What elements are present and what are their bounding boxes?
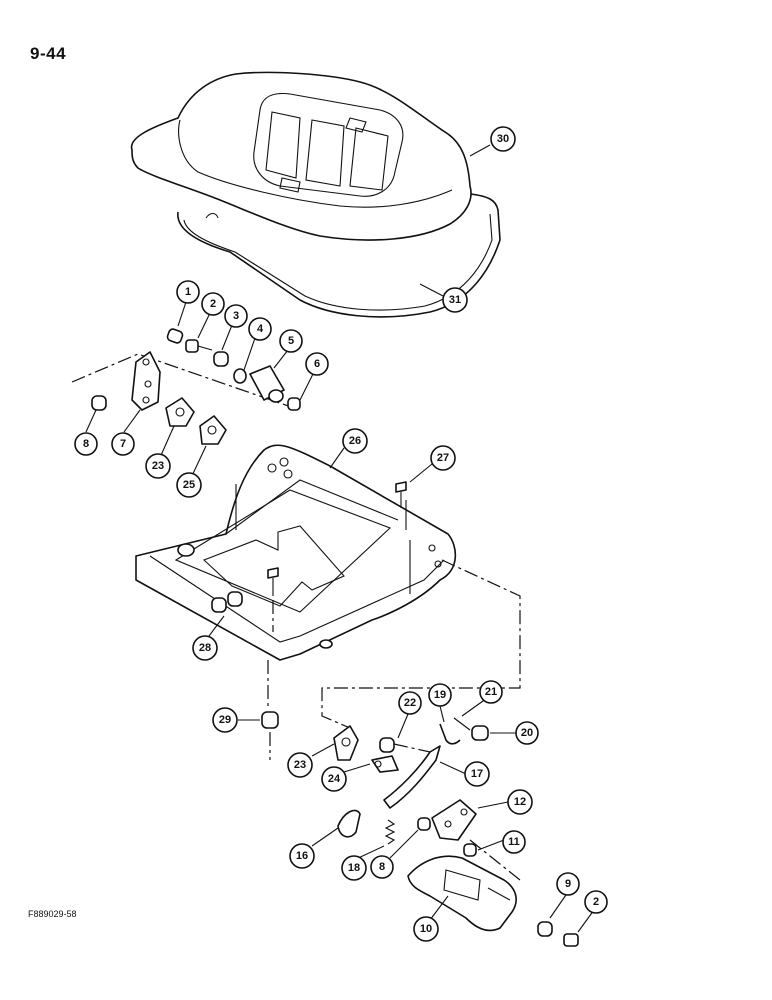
spring-part-18 — [384, 819, 396, 845]
figure-code: F889029-58 — [28, 909, 77, 919]
page-number: 9-44 — [30, 44, 67, 63]
callout-label: 23 — [152, 460, 164, 472]
callout-label: 9 — [565, 878, 571, 890]
callout-8b: 8 — [370, 855, 394, 879]
nut-part-9 — [537, 921, 553, 937]
callout-label: 19 — [434, 689, 446, 701]
callout-label: 21 — [485, 686, 497, 698]
callout-22: 22 — [398, 691, 422, 715]
callout-label: 11 — [508, 836, 520, 848]
sleeve-part-5 — [249, 365, 285, 403]
callout-30: 30 — [490, 126, 516, 152]
handle-grip-part-16 — [337, 809, 361, 838]
callout-label: 4 — [257, 323, 264, 335]
callout-label: 29 — [219, 714, 231, 726]
callout-label: 6 — [314, 358, 320, 370]
leader-lines — [85, 144, 595, 933]
seat-cushion — [130, 71, 472, 241]
linkage-part-24 — [371, 755, 399, 773]
callout-19: 19 — [428, 683, 452, 707]
nut-part-8-lower — [417, 817, 431, 831]
callout-21: 21 — [479, 680, 503, 704]
callout-9: 9 — [556, 872, 580, 896]
plate-part-25 — [199, 415, 227, 445]
callout-2a: 2 — [201, 292, 225, 316]
callout-10: 10 — [413, 916, 439, 942]
callout-12: 12 — [507, 789, 533, 815]
bracket-part-7 — [131, 351, 161, 411]
plate-part-12 — [431, 799, 477, 841]
callout-label: 31 — [449, 294, 461, 306]
pin-part-22 — [379, 737, 395, 753]
callout-label: 2 — [210, 298, 216, 310]
callout-label: 8 — [379, 861, 385, 873]
rod-part-19 — [439, 723, 461, 745]
callout-24: 24 — [321, 766, 347, 792]
callout-label: 22 — [404, 697, 416, 709]
nut-part-29 — [261, 711, 279, 729]
callout-16: 16 — [289, 843, 315, 869]
callout-1: 1 — [176, 280, 200, 304]
bushing-pair — [211, 591, 243, 613]
callout-28: 28 — [192, 635, 218, 661]
callout-label: 10 — [420, 923, 432, 935]
lever-part-17 — [383, 745, 441, 809]
plate-part-23-upper — [165, 397, 195, 427]
callout-6: 6 — [305, 352, 329, 376]
callout-label: 16 — [296, 850, 308, 862]
washer-part-11 — [463, 843, 477, 857]
callout-2b: 2 — [584, 890, 608, 914]
callout-label: 28 — [199, 642, 211, 654]
callout-label: 24 — [328, 773, 341, 785]
callout-5: 5 — [279, 329, 303, 353]
callout-4: 4 — [248, 317, 272, 341]
bushing-part-3 — [213, 351, 229, 367]
callout-label: 25 — [183, 479, 195, 491]
callout-8a: 8 — [74, 432, 98, 456]
callout-17: 17 — [464, 761, 490, 787]
callout-31: 31 — [442, 287, 468, 313]
spacer-part-1 — [166, 328, 184, 344]
pin-part-21 — [453, 717, 471, 731]
callout-25: 25 — [176, 472, 202, 498]
callout-label: 23 — [294, 759, 306, 771]
callout-label: 17 — [471, 768, 483, 780]
callout-23a: 23 — [145, 453, 171, 479]
washer-part-4 — [233, 368, 247, 384]
callout-label: 7 — [120, 438, 126, 450]
callout-18: 18 — [341, 855, 367, 881]
callout-label: 3 — [233, 310, 239, 322]
callout-label: 30 — [497, 133, 509, 145]
callout-20: 20 — [515, 721, 539, 745]
bolt-part-28 — [267, 567, 279, 596]
callout-label: 12 — [514, 796, 526, 808]
callout-label: 27 — [437, 452, 449, 464]
bolt-part-2 — [185, 339, 213, 353]
bushing-part-20 — [471, 725, 489, 741]
callout-23b: 23 — [287, 752, 313, 778]
callout-label: 20 — [521, 727, 533, 739]
callout-7: 7 — [111, 432, 135, 456]
callout-29: 29 — [212, 707, 238, 733]
callout-label: 5 — [288, 335, 294, 347]
nut-part-8-upper — [91, 395, 107, 411]
callout-label: 8 — [83, 438, 89, 450]
bolt-part-27 — [395, 481, 407, 508]
callout-label: 2 — [593, 896, 599, 908]
callout-3: 3 — [224, 304, 248, 328]
callout-26: 26 — [342, 428, 368, 454]
bolt-part-2-lower — [563, 933, 579, 947]
plate-part-23-lower — [333, 725, 359, 761]
callout-27: 27 — [430, 445, 456, 471]
nut-part-6 — [287, 397, 301, 411]
callout-label: 26 — [349, 435, 361, 447]
callout-label: 18 — [348, 862, 360, 874]
seat-belt-part-10 — [407, 855, 517, 932]
callout-11: 11 — [502, 830, 526, 854]
callout-label: 1 — [185, 286, 191, 298]
